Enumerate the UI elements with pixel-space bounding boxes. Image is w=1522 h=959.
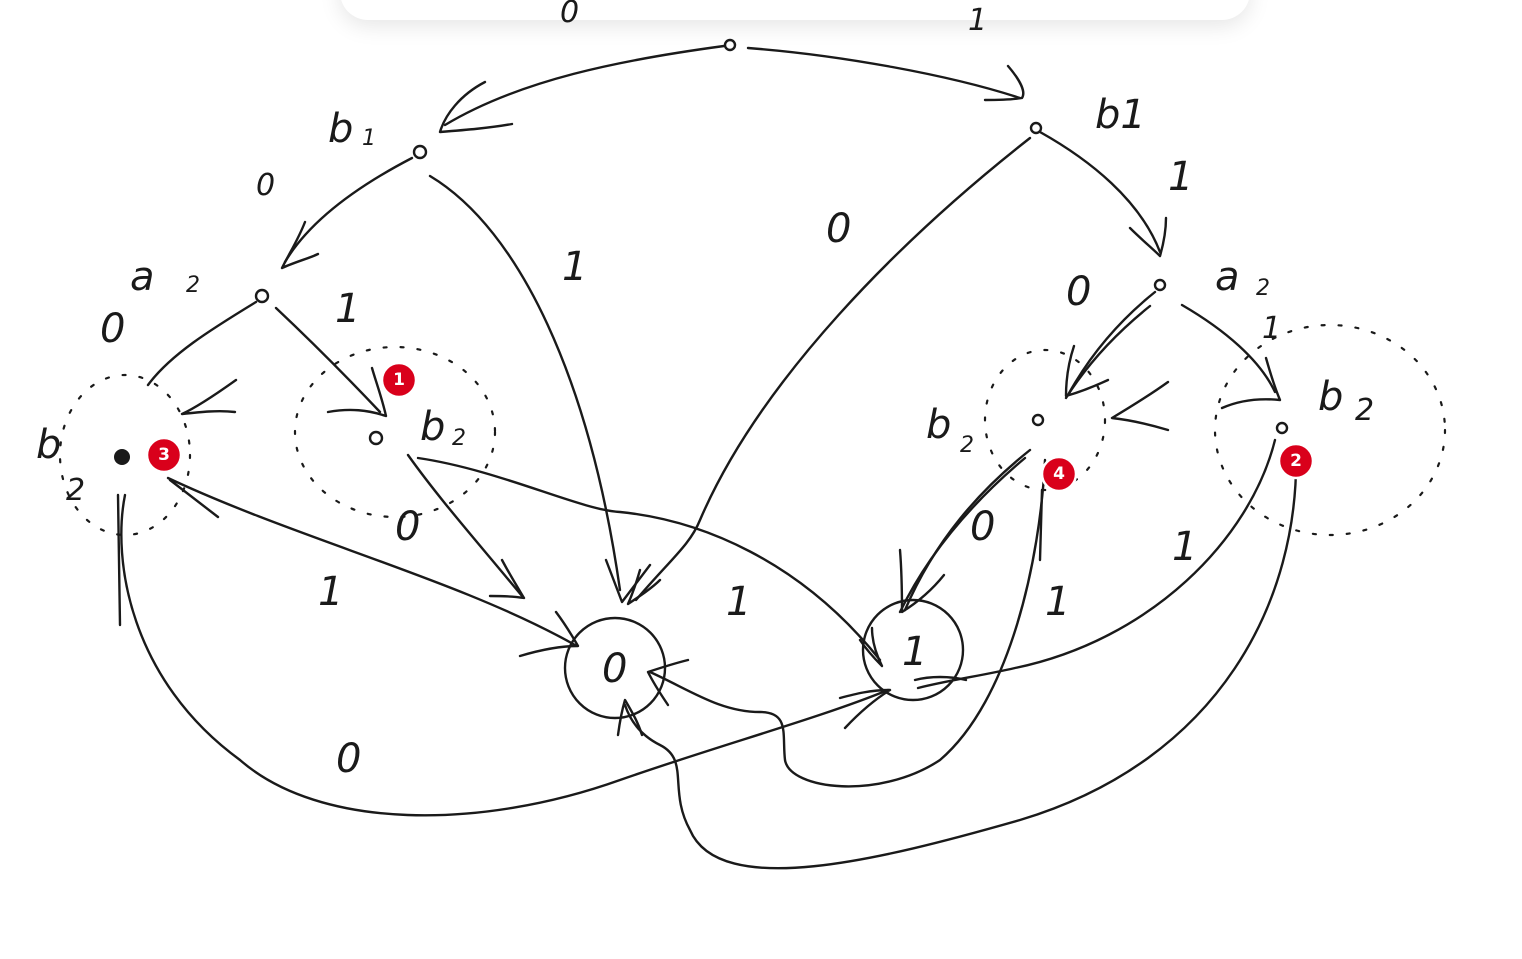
node-sink-zero bbox=[563, 616, 667, 720]
node-b2-mid-right bbox=[1031, 413, 1045, 427]
label-b2-mid-left: b bbox=[420, 404, 445, 450]
toolbar-edge bbox=[340, 0, 1250, 20]
edge-root-b1-left bbox=[443, 44, 726, 127]
edge-root-b1-right bbox=[746, 46, 1022, 100]
node-a2-right bbox=[1153, 278, 1167, 292]
label-b1-left: b bbox=[328, 106, 353, 152]
markers: 1 2 3 4 bbox=[145, 361, 1315, 493]
edge-label-b1r-sink: 0 bbox=[826, 206, 851, 252]
edge-label-a2r-zero: 0 bbox=[1066, 269, 1091, 315]
edge-a2r-b2r-far bbox=[1180, 303, 1277, 394]
marker-1[interactable]: 1 bbox=[380, 361, 418, 399]
label-sink-one: 1 bbox=[902, 629, 927, 675]
edge-label-b2r-zero: 0 bbox=[970, 504, 995, 550]
edge-label-top-zero: 0 bbox=[560, 0, 579, 30]
marker-3[interactable]: 3 bbox=[145, 436, 183, 474]
node-b2-mid-left bbox=[368, 430, 384, 446]
labels: b 1 b1 a 2 a 2 b 2 b 2 b 2 b 2 0 1 0 1 0… bbox=[36, 0, 1374, 782]
edge-label-b1-sink: 1 bbox=[562, 244, 587, 290]
label-a2-left: a bbox=[130, 254, 155, 300]
label-b2-mid-left-sub: 2 bbox=[452, 426, 466, 451]
edge-b2fr-sink-zero bbox=[623, 448, 1298, 870]
label-b2-far-left: b bbox=[36, 422, 61, 468]
edge-label-a2-b2mid: 1 bbox=[335, 286, 360, 332]
edge-b2-far-sink-zero bbox=[166, 476, 577, 647]
label-a2-right: a bbox=[1215, 254, 1240, 300]
edge-b2-mid-sink-one bbox=[416, 456, 882, 662]
edge-label-a2r-one: 1 bbox=[1262, 311, 1281, 346]
edge-b1-sink-zero bbox=[428, 174, 622, 592]
marker-2[interactable]: 2 bbox=[1277, 442, 1315, 480]
svg-text:3: 3 bbox=[158, 445, 170, 465]
label-sink-zero: 0 bbox=[602, 646, 627, 692]
edge-label-b2far-zero: 0 bbox=[336, 736, 361, 782]
node-sink-one bbox=[861, 598, 965, 702]
edge-label-cross-one: 1 bbox=[726, 579, 751, 625]
dashed-groups bbox=[58, 323, 1447, 537]
edge-label-b2r-one: 1 bbox=[1045, 579, 1070, 625]
label-a2-left-sub: 2 bbox=[186, 273, 200, 298]
node-b2-far-left bbox=[114, 449, 130, 465]
edge-label-a2-b2far: 0 bbox=[100, 306, 125, 352]
svg-text:1: 1 bbox=[393, 370, 405, 390]
node-root bbox=[723, 38, 737, 52]
edge-b1r-sink-zero bbox=[634, 136, 1032, 602]
edge-label-b1-a2: 0 bbox=[256, 168, 275, 203]
edge-b1r-a2r bbox=[1038, 130, 1162, 254]
edge-b1-a2-left bbox=[283, 156, 414, 264]
node-b1-left bbox=[412, 144, 428, 160]
label-b2-mid-right: b bbox=[926, 402, 951, 448]
edge-label-b1r-a2r: 1 bbox=[1168, 154, 1193, 200]
edge-label-top-one: 1 bbox=[968, 3, 987, 38]
label-b1-right: b1 bbox=[1095, 92, 1146, 138]
edge-label-b2fr-one: 1 bbox=[1172, 524, 1197, 570]
edge-b2-mid-sink-zero bbox=[406, 453, 524, 598]
node-b1-right bbox=[1029, 121, 1043, 135]
edge-b2-far-sink-one bbox=[120, 493, 890, 817]
edge-b2fr-sink-one bbox=[916, 438, 1277, 690]
edge-b2r-mid-sink-zero bbox=[648, 458, 1047, 788]
label-b2-far-right-sub: 2 bbox=[1355, 393, 1374, 428]
node-b2-far-right bbox=[1275, 421, 1289, 435]
svg-text:4: 4 bbox=[1053, 464, 1065, 484]
svg-text:2: 2 bbox=[1290, 451, 1302, 471]
edge-a2-b2-mid-left bbox=[274, 306, 382, 414]
label-b2-far-left-sub: 2 bbox=[66, 473, 85, 508]
node-a2-left bbox=[254, 288, 270, 304]
label-a2-right-sub: 2 bbox=[1256, 276, 1270, 301]
edge-b2r-mid-sink-one bbox=[903, 448, 1032, 612]
edge-a2-b2-far-left bbox=[146, 300, 258, 387]
edge-label-b2far-one: 1 bbox=[318, 569, 343, 615]
edges bbox=[116, 44, 1298, 870]
marker-4[interactable]: 4 bbox=[1040, 455, 1078, 493]
label-b1-left-sub: 1 bbox=[362, 126, 376, 151]
label-b2-far-right: b bbox=[1318, 374, 1343, 420]
label-b2-mid-right-sub: 2 bbox=[960, 433, 974, 458]
edge-label-b2mid-zero: 0 bbox=[395, 504, 420, 550]
nodes bbox=[114, 38, 1289, 720]
